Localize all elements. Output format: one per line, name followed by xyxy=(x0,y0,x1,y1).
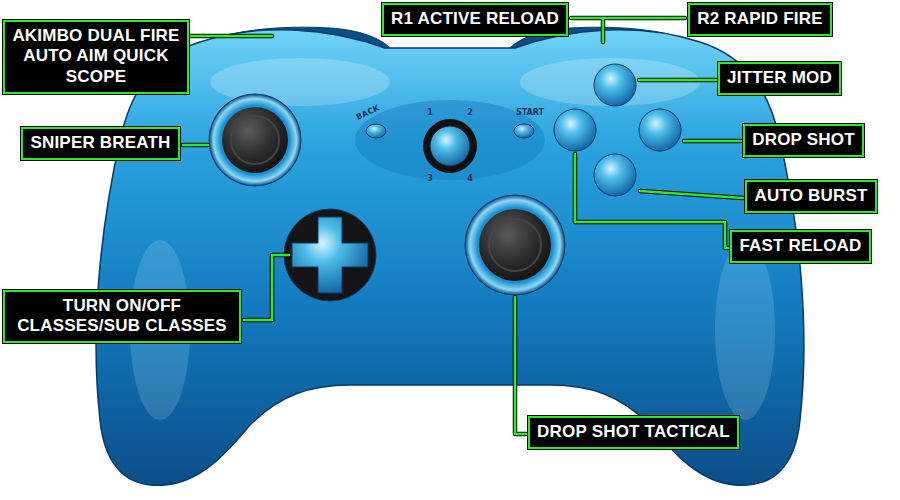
left-stick-rim xyxy=(231,116,279,164)
button-label: 3 xyxy=(427,175,433,183)
callout-box: SNIPER BREATH xyxy=(21,127,180,160)
right-stick-ring xyxy=(465,195,565,295)
guide-button xyxy=(430,126,470,166)
controller-body xyxy=(96,30,804,486)
x-button xyxy=(554,109,596,151)
right-stick xyxy=(479,209,551,281)
center-panel xyxy=(355,100,545,180)
leader-line xyxy=(183,18,743,434)
button-label: 2 xyxy=(467,109,473,117)
callout-text: SNIPER BREATH xyxy=(30,133,171,153)
callout-box: AUTO BURST xyxy=(745,180,877,213)
left-stick-ring xyxy=(209,94,301,186)
callout-text: TURN ON/OFF CLASSES/SUB CLASSES xyxy=(12,296,232,337)
callout-text: R2 RAPID FIRE xyxy=(697,9,823,29)
callout-box: R2 RAPID FIRE xyxy=(688,3,832,36)
right-stick-rim xyxy=(489,219,541,271)
button-label: 1 xyxy=(427,109,433,117)
a-button xyxy=(594,154,636,196)
callout-box: DROP SHOT xyxy=(743,124,864,157)
dpad xyxy=(292,217,368,293)
callout-text: DROP SHOT xyxy=(752,130,855,150)
callout-box: AKIMBO DUAL FIRE AUTO AIM QUICK SCOPE xyxy=(3,20,189,94)
leader-shadow xyxy=(183,18,743,434)
callout-box: DROP SHOT TACTICAL xyxy=(528,416,739,449)
dpad-base xyxy=(284,209,376,301)
callout-box: FAST RELOAD xyxy=(730,230,871,263)
callout-box: R1 ACTIVE RELOAD xyxy=(382,3,568,36)
button-label: 4 xyxy=(467,175,473,183)
callout-text: FAST RELOAD xyxy=(739,236,862,256)
back-button xyxy=(366,124,386,138)
callout-text: JITTER MOD xyxy=(727,68,832,88)
button-label: START xyxy=(516,109,544,117)
callout-text: R1 ACTIVE RELOAD xyxy=(391,9,559,29)
callout-text: AKIMBO DUAL FIRE AUTO AIM QUICK SCOPE xyxy=(12,26,180,87)
button-label: BACK xyxy=(355,104,380,122)
start-button xyxy=(514,124,534,138)
callout-box: JITTER MOD xyxy=(718,62,841,95)
callout-text: DROP SHOT TACTICAL xyxy=(537,422,730,442)
y-button xyxy=(594,64,636,106)
callout-box: TURN ON/OFF CLASSES/SUB CLASSES xyxy=(3,290,241,343)
callout-text: AUTO BURST xyxy=(754,186,868,206)
b-button xyxy=(639,109,681,151)
guide-ring xyxy=(423,119,477,173)
grip-highlight xyxy=(715,240,775,420)
left-stick xyxy=(222,107,288,173)
